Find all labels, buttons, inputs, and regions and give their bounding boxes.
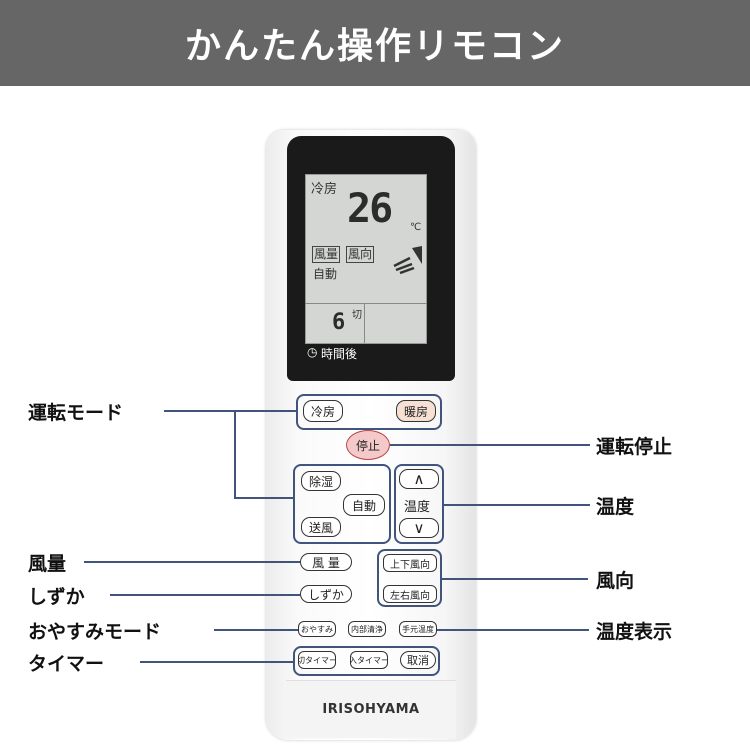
timer-group bbox=[293, 646, 440, 676]
brand-logo: IRISOHYAMA bbox=[322, 702, 420, 717]
wind-dir-callout-line bbox=[442, 578, 588, 580]
title-banner: かんたん操作リモコン bbox=[0, 0, 750, 86]
auto-button[interactable]: 自動 bbox=[343, 494, 385, 516]
callout-sleep-mode: おやすみモード bbox=[28, 621, 162, 643]
temp-display-callout-line bbox=[437, 629, 589, 631]
lcd-timer-value: 6 bbox=[332, 310, 346, 335]
dehumidify-button[interactable]: 除湿 bbox=[301, 471, 341, 491]
mode-group bbox=[296, 394, 442, 430]
temperature-group bbox=[394, 464, 444, 544]
remote-bottom-panel bbox=[286, 680, 456, 738]
leftright-wind-button[interactable]: 左右風向 bbox=[383, 585, 437, 603]
lcd-temperature: 26 bbox=[347, 186, 393, 232]
sleep-button[interactable]: おやすみ bbox=[298, 621, 336, 637]
cool-button[interactable]: 冷房 bbox=[303, 400, 343, 422]
lcd-unit: ℃ bbox=[410, 222, 422, 233]
sleep-callout-line bbox=[214, 629, 298, 631]
clean-button[interactable]: 内部清浄 bbox=[348, 621, 386, 637]
callout-temp-display: 温度表示 bbox=[596, 621, 673, 643]
timer-off-button[interactable]: 切タイマー bbox=[298, 651, 336, 669]
callout-mode: 運転モード bbox=[28, 402, 124, 424]
callout-stop: 運転停止 bbox=[596, 436, 673, 458]
lcd-auto: 自動 bbox=[313, 267, 338, 281]
callout-temperature: 温度 bbox=[596, 496, 635, 518]
cancel-button[interactable]: 取消 bbox=[400, 651, 436, 669]
updown-wind-button[interactable]: 上下風向 bbox=[383, 554, 437, 572]
clock-icon: ◷ bbox=[307, 345, 318, 359]
page-title: かんたん操作リモコン bbox=[184, 26, 565, 67]
temp-display-button[interactable]: 手元温度 bbox=[399, 621, 437, 637]
lcd-wind-dir: 風向 bbox=[346, 246, 375, 263]
heat-button[interactable]: 暖房 bbox=[396, 400, 436, 422]
callout-fan-speed: 風量 bbox=[28, 553, 67, 575]
stop-callout-line bbox=[390, 444, 590, 446]
fan-speed-button[interactable]: 風 量 bbox=[300, 553, 352, 571]
callout-wind-dir: 風向 bbox=[596, 570, 635, 592]
fan-direction-icon bbox=[393, 246, 422, 274]
callout-quiet: しずか bbox=[28, 586, 85, 608]
lcd-divider bbox=[305, 303, 427, 304]
mode-callout-branch-bottom bbox=[234, 497, 293, 499]
timer-callout-line bbox=[140, 661, 293, 663]
timer-on-button[interactable]: 入タイマー bbox=[350, 651, 388, 669]
quiet-button[interactable]: しずか bbox=[300, 585, 352, 603]
temp-up-button[interactable]: ∧ bbox=[399, 469, 439, 489]
lcd-mode: 冷房 bbox=[311, 182, 338, 197]
temperature-label: 温度 bbox=[404, 500, 431, 515]
lcd-timer-after: 時間後 bbox=[321, 347, 358, 361]
mode-group-2 bbox=[293, 464, 391, 544]
lcd-timer-off: 切 bbox=[352, 310, 362, 321]
temperature-callout-line bbox=[444, 504, 590, 506]
callout-timer: タイマー bbox=[28, 653, 105, 675]
stop-button[interactable]: 停止 bbox=[346, 430, 390, 460]
mode-callout-vertical bbox=[234, 410, 236, 498]
mode-callout-branch-top bbox=[234, 410, 296, 412]
quiet-callout-line bbox=[110, 594, 300, 596]
fan-speed-callout-line bbox=[84, 561, 300, 563]
temp-down-button[interactable]: ∨ bbox=[399, 518, 439, 538]
fan-button[interactable]: 送風 bbox=[301, 517, 341, 537]
lcd-fan-speed: 風量 bbox=[312, 246, 341, 263]
mode-callout-line bbox=[164, 410, 234, 412]
wind-direction-group bbox=[377, 549, 442, 607]
lcd-vertical-divider bbox=[364, 303, 365, 343]
